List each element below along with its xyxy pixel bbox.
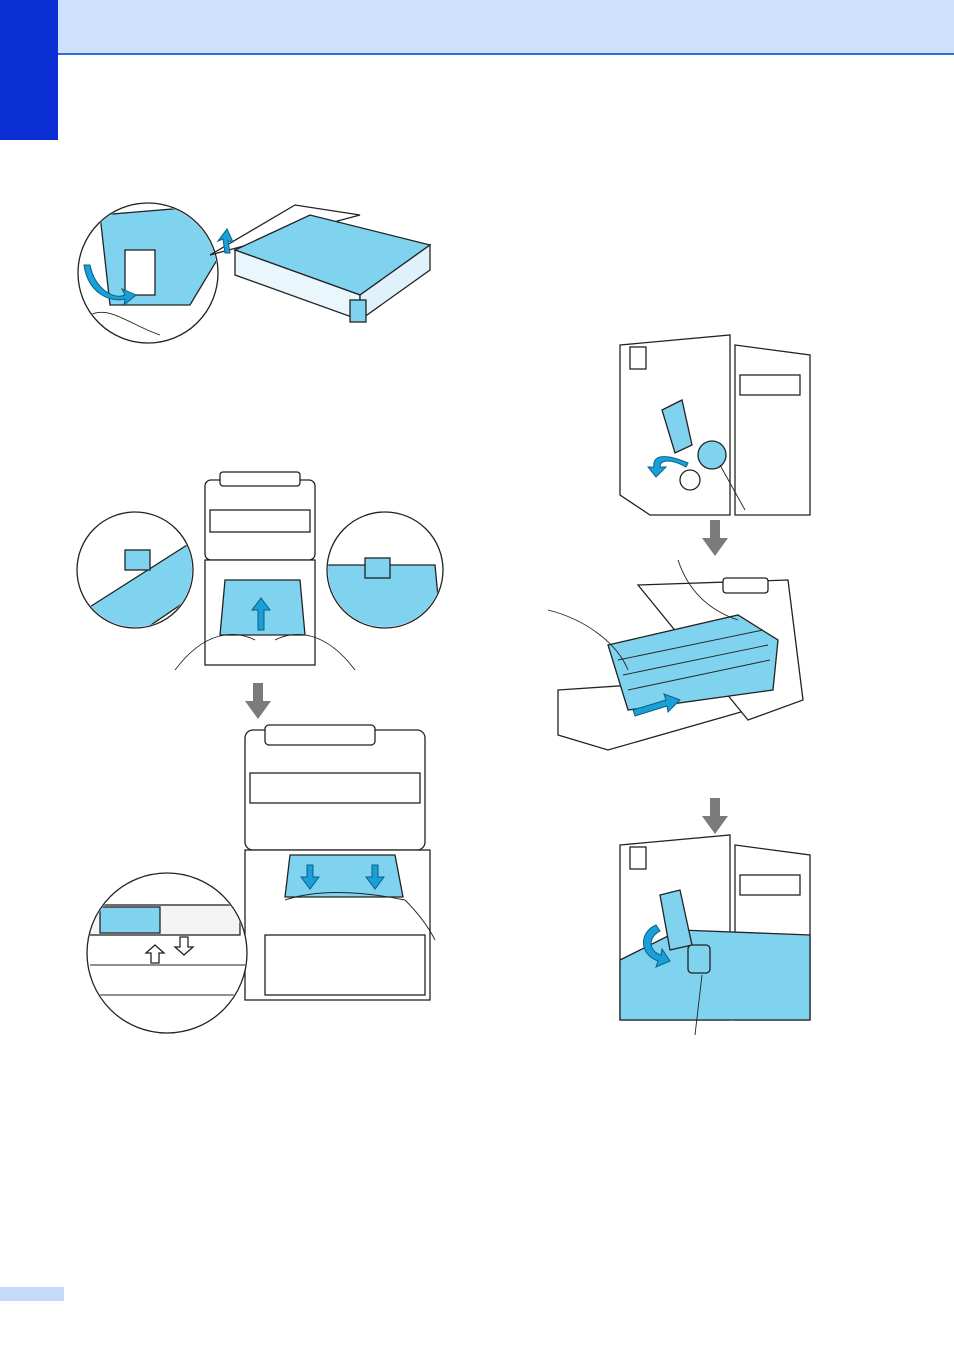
figure-drum-lock-open [620,335,810,515]
drum-lock-lever [688,945,710,973]
figure-insert-drum-unit [548,560,808,760]
down-arrow-icon [245,683,271,719]
step-down-arrow-2 [702,520,728,556]
drum-gear [698,441,726,469]
detail-magnifier-circle [87,873,247,1033]
tab-latch [125,250,155,295]
header-band [0,0,954,55]
chapter-tab [0,0,58,140]
footer-page-tab [0,1287,64,1301]
control-panel [250,773,420,803]
figure-belt-unit-tab [70,195,450,360]
step-down-arrow-1 [245,683,271,719]
figure-install-belt-unit [85,725,440,1035]
down-arrow-icon [702,520,728,556]
down-arrow-icon [702,798,728,834]
belt-tab-highlight [100,907,160,933]
figure-remove-belt-unit [75,470,445,675]
belt-unit [285,855,403,897]
step-down-arrow-3 [702,798,728,834]
figure-drum-lock-close [620,835,810,1045]
control-panel [210,510,310,532]
